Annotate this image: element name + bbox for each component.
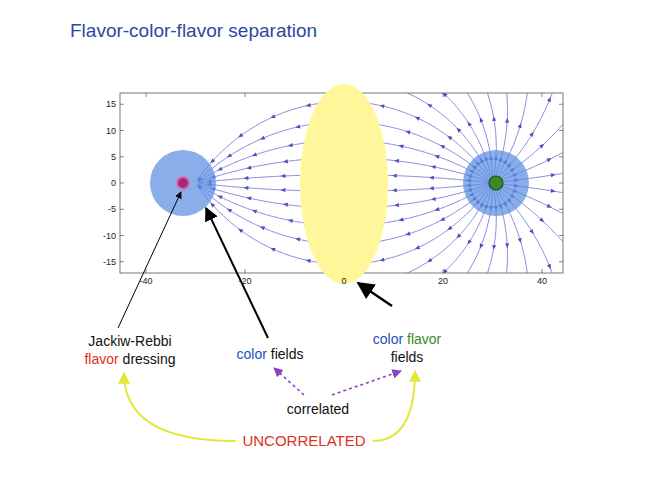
word: flavor	[84, 351, 118, 367]
word: fields	[271, 346, 304, 362]
node-text: correlated	[287, 400, 349, 418]
axis-tick-label: 0	[111, 178, 116, 188]
word: color	[237, 346, 267, 362]
tick-mark	[120, 156, 124, 157]
flavor-dot-green	[489, 176, 503, 190]
axis-tick-label: 5	[111, 152, 116, 162]
word: correlated	[287, 401, 349, 417]
connector-arrow	[332, 371, 401, 395]
word: Jackiw-Rebbi	[88, 333, 171, 349]
left-color-blob	[150, 150, 216, 216]
tick-mark	[542, 93, 543, 97]
slide-title: Flavor-color-flavor separation	[70, 20, 317, 42]
tick-mark	[120, 130, 124, 131]
tick-mark	[559, 209, 563, 210]
word: dressing	[123, 351, 176, 367]
text-node: color flavor fields	[370, 328, 444, 368]
tick-mark	[559, 104, 563, 105]
word: color	[373, 331, 403, 347]
right-color-blob	[463, 150, 529, 216]
axis-tick-label: -15	[103, 257, 116, 267]
node-text: color flavor fields	[373, 330, 441, 366]
tick-mark	[146, 269, 147, 273]
tick-mark	[542, 269, 543, 273]
connector-arrow	[124, 373, 235, 441]
tick-mark	[120, 183, 124, 184]
tick-mark	[120, 209, 124, 210]
text-node: correlated	[284, 398, 352, 420]
axis-tick-label: -10	[103, 231, 116, 241]
connector-arrow	[373, 371, 415, 441]
text-node: color fields	[234, 343, 307, 365]
tick-mark	[443, 269, 444, 273]
axis-tick-label: 20	[438, 276, 448, 286]
tick-mark	[146, 93, 147, 97]
leader-line	[118, 192, 181, 328]
tick-mark	[245, 269, 246, 273]
leader-line	[206, 208, 268, 338]
word: fields	[391, 349, 424, 365]
axis-tick-label: -20	[238, 276, 251, 286]
text-node: UNCORRELATED	[239, 430, 368, 452]
tick-mark	[120, 235, 124, 236]
node-text: UNCORRELATED	[242, 432, 365, 450]
word: flavor	[407, 331, 441, 347]
tick-mark	[245, 93, 246, 97]
connector-arrow	[274, 368, 304, 395]
tick-mark	[559, 235, 563, 236]
node-text: color fields	[237, 345, 304, 363]
tick-mark	[120, 261, 124, 262]
axis-tick-label: 10	[106, 126, 116, 136]
axis-tick-label: 40	[537, 276, 547, 286]
flavor-dot-pink	[177, 177, 189, 189]
axis-tick-label: 15	[106, 99, 116, 109]
axis-tick-label: -5	[108, 204, 116, 214]
tick-mark	[559, 156, 563, 157]
axis-tick-label: 0	[341, 276, 346, 286]
text-node: Jackiw-Rebbi flavor dressing	[81, 330, 178, 370]
tick-mark	[559, 183, 563, 184]
leader-line	[358, 283, 392, 306]
field-lines	[197, 93, 563, 273]
axis-tick-label: -40	[139, 276, 152, 286]
tick-mark	[120, 104, 124, 105]
tick-mark	[443, 93, 444, 97]
word: UNCORRELATED	[242, 432, 365, 449]
node-text: Jackiw-Rebbi flavor dressing	[84, 332, 175, 368]
flux-tube-region	[300, 84, 388, 284]
tick-mark	[559, 130, 563, 131]
tick-mark	[559, 261, 563, 262]
